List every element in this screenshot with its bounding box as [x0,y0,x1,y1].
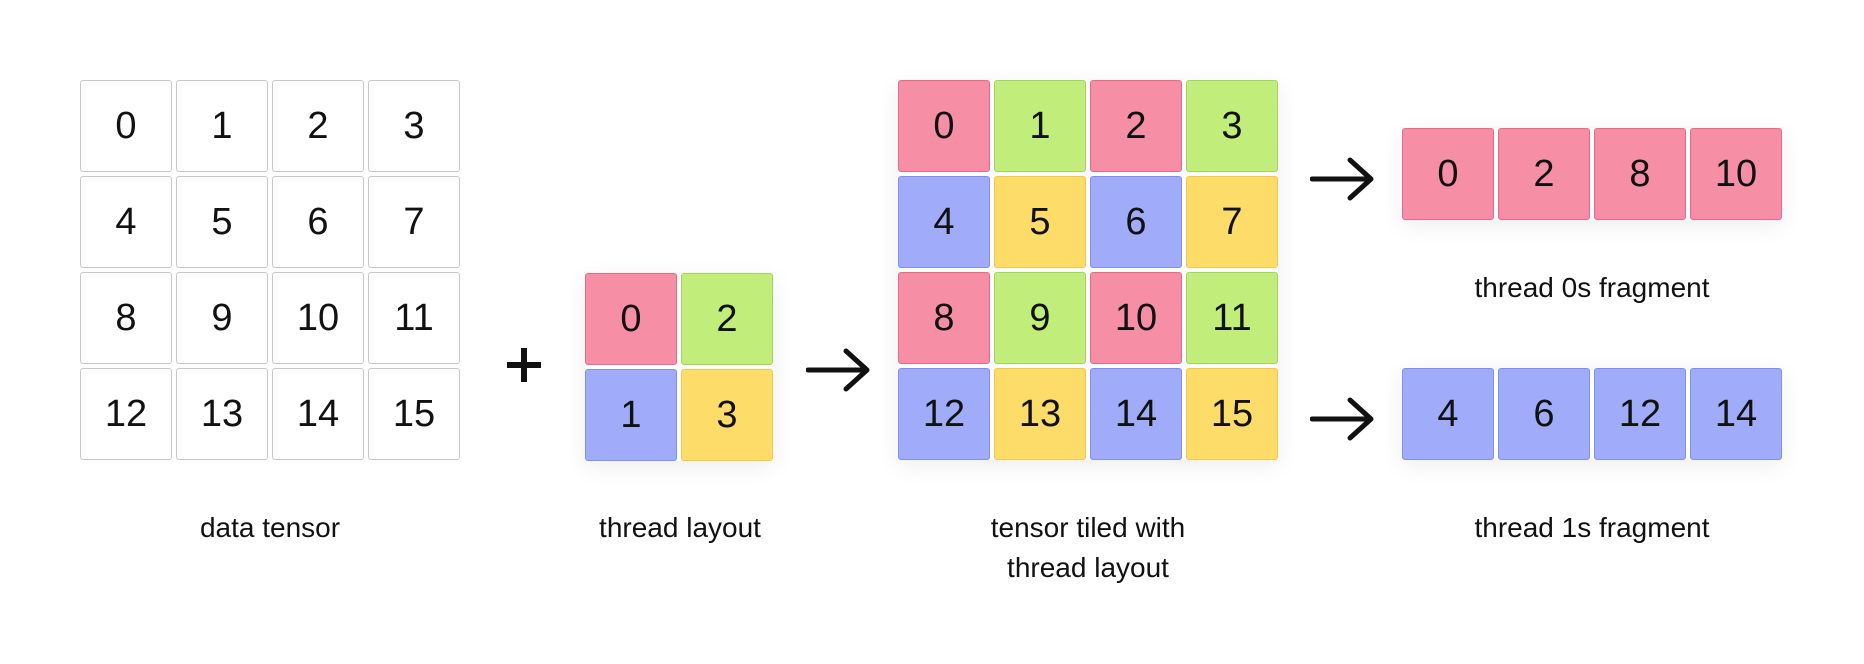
tiled-tensor-cell: 11 [1186,272,1278,364]
thread-layout-cell: 2 [681,273,773,365]
tiled-tensor-cell: 13 [994,368,1086,460]
data-tensor-cell: 8 [80,272,172,364]
tiled-tensor-cell: 2 [1090,80,1182,172]
tiled-tensor-cell: 1 [994,80,1086,172]
data-tensor-cell: 6 [272,176,364,268]
data-tensor-cell: 0 [80,80,172,172]
data-tensor-cell: 13 [176,368,268,460]
data-tensor-cell: 5 [176,176,268,268]
data-tensor-cell: 2 [272,80,364,172]
tiled-tensor-label-line2: thread layout [1007,552,1169,583]
thread-layout-cell: 1 [585,369,677,461]
data-tensor-cell: 10 [272,272,364,364]
data-tensor-cell: 3 [368,80,460,172]
arrow-right-icon [806,348,870,392]
thread1-fragment-cell: 4 [1402,368,1494,460]
tiled-tensor-label-line1: tensor tiled with [990,512,1186,543]
thread0-fragment-cell: 8 [1594,128,1686,220]
tiled-tensor-cell: 14 [1090,368,1182,460]
tiled-tensor-cell: 4 [898,176,990,268]
tiled-tensor-cell: 12 [898,368,990,460]
data-tensor-grid: 0 1 2 3 4 5 6 7 8 9 10 11 12 13 14 15 [80,80,460,460]
tiled-tensor-cell: 5 [994,176,1086,268]
tiled-tensor-cell: 15 [1186,368,1278,460]
data-tensor-cell: 14 [272,368,364,460]
data-tensor-cell: 7 [368,176,460,268]
tiled-tensor-cell: 6 [1090,176,1182,268]
tiled-tensor-cell: 8 [898,272,990,364]
plus-icon [507,348,541,382]
tiled-tensor-grid: 0 1 2 3 4 5 6 7 8 9 10 11 12 13 14 15 [898,80,1278,460]
thread0-fragment-cell: 0 [1402,128,1494,220]
arrow-right-icon [1310,397,1374,441]
thread-layout-cell: 3 [681,369,773,461]
tiled-tensor-cell: 0 [898,80,990,172]
data-tensor-cell: 4 [80,176,172,268]
thread-layout-cell: 0 [585,273,677,365]
thread0-fragment-grid: 0 2 8 10 [1402,128,1782,220]
data-tensor-cell: 15 [368,368,460,460]
tiled-tensor-cell: 9 [994,272,1086,364]
thread1-fragment-label: thread 1s fragment [1474,512,1710,543]
tiled-tensor-cell: 7 [1186,176,1278,268]
tiled-tensor-label: tensor tiled with thread layout [898,508,1278,588]
data-tensor-cell: 9 [176,272,268,364]
data-tensor-label: data tensor [199,512,341,543]
data-tensor-cell: 1 [176,80,268,172]
thread1-fragment-grid: 4 6 12 14 [1402,368,1782,460]
arrow-right-icon [1310,157,1374,201]
data-tensor-cell: 11 [368,272,460,364]
thread0-fragment-cell: 10 [1690,128,1782,220]
thread1-fragment-cell: 6 [1498,368,1590,460]
data-tensor-cell: 12 [80,368,172,460]
thread1-fragment-cell: 14 [1690,368,1782,460]
thread0-fragment-cell: 2 [1498,128,1590,220]
thread0-fragment-label: thread 0s fragment [1474,272,1710,303]
tiled-tensor-cell: 10 [1090,272,1182,364]
tiled-tensor-cell: 3 [1186,80,1278,172]
thread1-fragment-cell: 12 [1594,368,1686,460]
thread-layout-label: thread layout [599,512,761,543]
thread-layout-grid: 0 2 1 3 [585,273,773,461]
